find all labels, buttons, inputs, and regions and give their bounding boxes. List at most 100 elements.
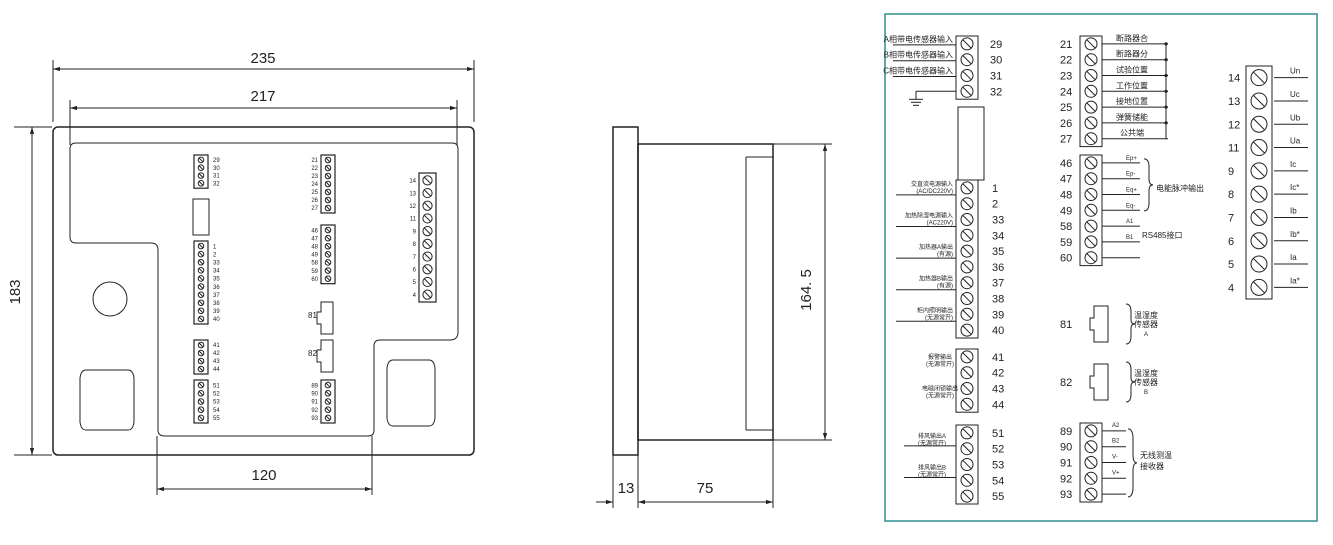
terminal-block-voltage-current-screw-slash bbox=[1253, 234, 1265, 247]
terminal-block-21-27-screw-slash bbox=[1086, 70, 1096, 81]
front-terminal-screw bbox=[422, 251, 433, 262]
front-terminal-screw-slash bbox=[423, 176, 432, 184]
terminal-block-1-40-screw bbox=[960, 292, 974, 305]
terminal-block-1-40-screw bbox=[960, 197, 974, 211]
front-terminal-number: 53 bbox=[213, 400, 220, 406]
receiver-label-line1: 无线测温 bbox=[1140, 450, 1172, 460]
terminal-block-1-40-number: 37 bbox=[992, 278, 1004, 290]
terminal-block-51-55-screw-slash bbox=[962, 475, 972, 485]
front-terminal-number: 22 bbox=[311, 166, 318, 172]
front-terminal-screw-slash bbox=[198, 259, 204, 265]
front-terminal-number: 59 bbox=[311, 269, 318, 275]
terminal-block-41-44-number: 43 bbox=[992, 384, 1004, 396]
terminal-block-41-44-number: 42 bbox=[992, 368, 1004, 380]
front-terminal-screw-slash bbox=[325, 268, 331, 273]
terminal-block-voltage-current-screw bbox=[1250, 232, 1268, 250]
front-terminal-screw bbox=[422, 276, 433, 288]
front-terminal-screw bbox=[422, 187, 433, 199]
terminal-block-1-40-number: 34 bbox=[992, 230, 1004, 242]
front-terminal-block bbox=[320, 224, 336, 285]
measure-label-4: Ua bbox=[1290, 137, 1301, 146]
front-terminal-number: 29 bbox=[213, 158, 220, 164]
terminal-block-46-60-screw-slash bbox=[1086, 253, 1096, 263]
front-terminal-screw-slash bbox=[198, 350, 204, 356]
inner-outline bbox=[69, 142, 459, 437]
front-terminal-screw-slash bbox=[325, 276, 331, 281]
mid-label-1-line2: (AC/DC220V) bbox=[916, 189, 953, 195]
terminal-block-51-55-number: 54 bbox=[992, 475, 1004, 487]
front-terminal-screw-slash bbox=[325, 382, 331, 388]
measure-label-5: Ic bbox=[1290, 160, 1296, 169]
terminal-block-21-27-screw bbox=[1084, 100, 1098, 114]
rs485-label: RS485接口 bbox=[1142, 230, 1182, 240]
front-terminal-number: 2 bbox=[213, 252, 217, 258]
status-label-4: 工作位置 bbox=[1116, 80, 1148, 90]
left-cutout bbox=[79, 369, 135, 431]
status-label-6: 弹簧储能 bbox=[1116, 112, 1148, 122]
front-terminal-screw bbox=[324, 234, 332, 242]
receiver-wire-label-4: V+ bbox=[1112, 470, 1120, 476]
terminal-block-46-60-screw bbox=[1084, 156, 1098, 170]
terminal-block-46-60-number: 46 bbox=[1060, 158, 1072, 170]
terminal-block-1-40 bbox=[955, 179, 979, 339]
front-terminal-screw-slash bbox=[325, 157, 331, 163]
front-terminal-screw-slash bbox=[423, 252, 432, 261]
g4-label-1-line2: (无源常开) bbox=[918, 439, 946, 447]
front-terminal-screw bbox=[324, 172, 332, 180]
front-port-82 bbox=[316, 339, 334, 373]
front-terminal-screw bbox=[197, 180, 205, 187]
front-terminal-screw bbox=[422, 289, 433, 300]
terminal-block-voltage-current-number: 8 bbox=[1228, 189, 1234, 201]
mid-label-1-line1: 交直流电源输入 bbox=[911, 180, 953, 188]
sensor-a-port bbox=[1089, 305, 1109, 343]
g4-label-2-line1: 排风输出B bbox=[918, 464, 946, 472]
terminal-block-46-60-screw bbox=[1084, 203, 1098, 217]
front-terminal-screw bbox=[197, 349, 205, 357]
front-terminal-screw-slash bbox=[325, 407, 331, 413]
output-wire-label-6: B1 bbox=[1126, 235, 1134, 241]
terminal-block-1-40-screw bbox=[960, 323, 974, 337]
front-terminal-screw bbox=[197, 283, 205, 290]
receiver-brace bbox=[1127, 428, 1138, 498]
front-terminal-number: 24 bbox=[311, 182, 318, 188]
terminal-block-21-27-screw-slash bbox=[1086, 39, 1096, 49]
wiring-diagram: 29303132A相带电传感器输入B相带电传感器输入C相带电传感器输入12333… bbox=[883, 13, 1318, 522]
front-terminal-screw bbox=[422, 238, 433, 249]
front-terminal-screw-slash bbox=[198, 407, 204, 413]
front-terminal-number: 48 bbox=[311, 244, 318, 250]
terminal-block-89-93-number: 90 bbox=[1060, 442, 1072, 454]
terminal-block-51-55-screw bbox=[960, 489, 974, 503]
terminal-block-51-55-screw bbox=[960, 426, 974, 440]
side-panel-face bbox=[612, 126, 639, 456]
front-terminal-number: 40 bbox=[213, 317, 220, 323]
front-terminal-screw bbox=[324, 156, 332, 164]
terminal-block-1-40-number: 40 bbox=[992, 325, 1004, 337]
front-terminal-screw bbox=[197, 341, 205, 349]
right-cutout bbox=[386, 359, 436, 427]
terminal-block-46-60-number: 58 bbox=[1060, 221, 1072, 233]
terminal-block-21-27-number: 24 bbox=[1060, 86, 1072, 98]
terminal-block-89-93-screw-slash bbox=[1086, 489, 1096, 499]
front-terminal-screw-slash bbox=[325, 399, 331, 404]
terminal-block-51-55-screw-slash bbox=[962, 428, 972, 438]
side-view: 164. 5 13 75 bbox=[596, 126, 832, 508]
terminal-block-voltage-current-screw-slash bbox=[1253, 118, 1265, 131]
terminal-block-41-44-screw-slash bbox=[962, 383, 972, 394]
mounting-hole bbox=[92, 281, 128, 317]
front-terminal-number: 47 bbox=[311, 236, 318, 242]
front-terminal-screw-slash bbox=[325, 252, 331, 257]
front-terminal-number: 7 bbox=[413, 255, 417, 261]
terminal-block-41-44 bbox=[955, 348, 979, 413]
terminal-block-voltage-current-number: 14 bbox=[1228, 73, 1240, 85]
front-terminal-screw bbox=[324, 251, 332, 258]
front-terminal-screw bbox=[197, 242, 205, 250]
terminal-block-46-60-number: 48 bbox=[1060, 190, 1072, 202]
front-terminal-screw bbox=[324, 204, 332, 212]
front-terminal-number: 35 bbox=[213, 277, 220, 283]
terminal-block-29-32-screw-slash bbox=[962, 86, 972, 96]
dim-label-217: 217 bbox=[250, 88, 275, 105]
terminal-block-29-32-number: 30 bbox=[990, 55, 1002, 67]
terminal-block-89-93-screw-slash bbox=[1086, 442, 1096, 452]
front-terminal-screw-slash bbox=[325, 415, 331, 421]
front-terminal-screw-slash bbox=[198, 165, 204, 171]
